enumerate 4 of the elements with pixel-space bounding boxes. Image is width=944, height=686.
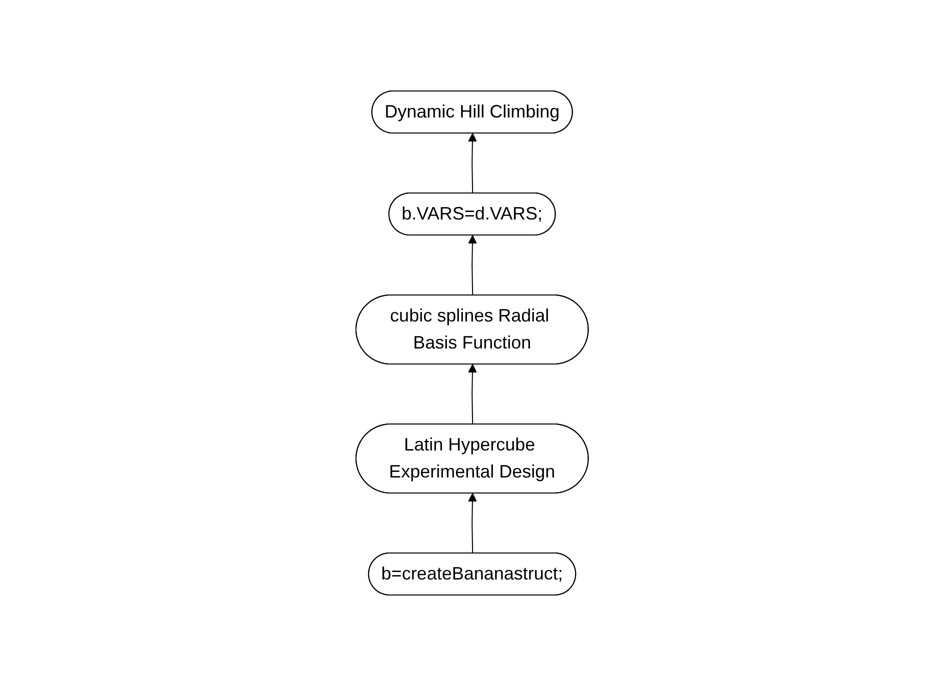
arrow — [468, 133, 477, 194]
arrow — [468, 493, 477, 554]
arrow — [468, 364, 477, 425]
arrow — [468, 235, 477, 296]
